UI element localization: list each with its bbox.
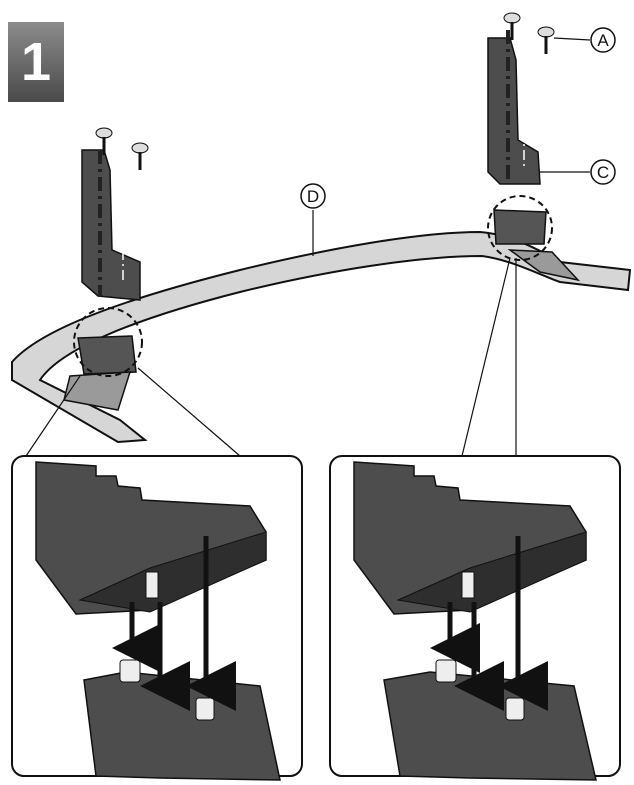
svg-text:C: C xyxy=(597,163,609,182)
left-mount-block xyxy=(63,335,137,411)
step-number-badge: 1 xyxy=(8,22,64,102)
svg-text:D: D xyxy=(307,187,319,206)
svg-text:A: A xyxy=(597,31,609,50)
detail-panel-left xyxy=(11,455,303,781)
detail-panel-right xyxy=(329,455,621,781)
screw-icon xyxy=(95,12,555,170)
base-arc-icon xyxy=(11,230,632,444)
callout-c: C xyxy=(540,159,616,185)
step-number: 1 xyxy=(20,32,52,92)
zoom-circle-left xyxy=(73,307,143,377)
callout-a: A xyxy=(553,27,616,53)
right-mount-block xyxy=(493,209,581,282)
left-bracket-icon xyxy=(81,149,141,301)
right-bracket-icon xyxy=(487,30,541,185)
zoom-circle-right xyxy=(487,195,553,261)
callout-d: D xyxy=(300,183,326,256)
